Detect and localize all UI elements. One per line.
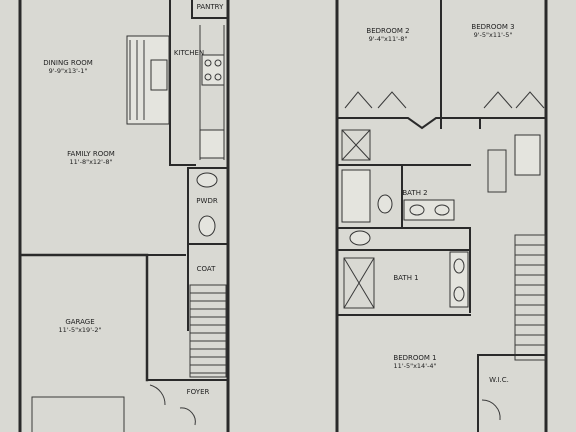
garage-door: [31, 396, 125, 432]
bath1-shower: [343, 257, 375, 309]
hall-closet: [487, 149, 507, 193]
first-floor-plan: [18, 0, 230, 432]
foyer-label: FOYER: [186, 388, 210, 396]
bath2-label: BATH 2: [402, 189, 428, 197]
foyer-door-swing: [149, 384, 166, 406]
island-seating: [129, 40, 145, 120]
bath2-toilet: [377, 194, 393, 214]
kitchen-label: KITCHEN: [173, 49, 205, 57]
bedroom3-closet-doors: [483, 91, 545, 109]
bath2-tub: [341, 169, 371, 223]
bath1-walls: [336, 227, 471, 313]
wic-label: W.I.C.: [489, 376, 509, 384]
laundry-machines: [514, 134, 541, 176]
bath1-vanity: [449, 251, 469, 308]
bath1-toilet: [349, 230, 371, 246]
kitchen-range: [201, 54, 225, 86]
pantry-wall: [191, 0, 229, 19]
powder-toilet: [198, 215, 216, 237]
pantry-label: PANTRY: [196, 3, 224, 11]
bedroom2-closet-doors: [344, 91, 407, 109]
wic-wall: [477, 354, 547, 432]
bath2-walls: [336, 164, 471, 229]
powder-walls: [187, 167, 229, 331]
first-floor-stairs: [189, 284, 227, 378]
bedroom-closet-wall: [336, 117, 547, 130]
bath1-label: BATH 1: [393, 274, 419, 282]
linen-closet: [341, 129, 371, 161]
powder-sink: [196, 172, 218, 188]
coat-closet-label: COAT: [196, 265, 216, 273]
refrigerator: [199, 129, 225, 159]
kitchen-sink: [150, 59, 168, 91]
second-floor-stairs: [514, 234, 546, 361]
powder-room-label: PWDR: [196, 197, 218, 205]
second-floor-plan: [335, 0, 548, 432]
wic-door-swing: [481, 399, 501, 421]
bath2-vanity: [403, 199, 455, 221]
kitchen-wall: [169, 0, 196, 166]
